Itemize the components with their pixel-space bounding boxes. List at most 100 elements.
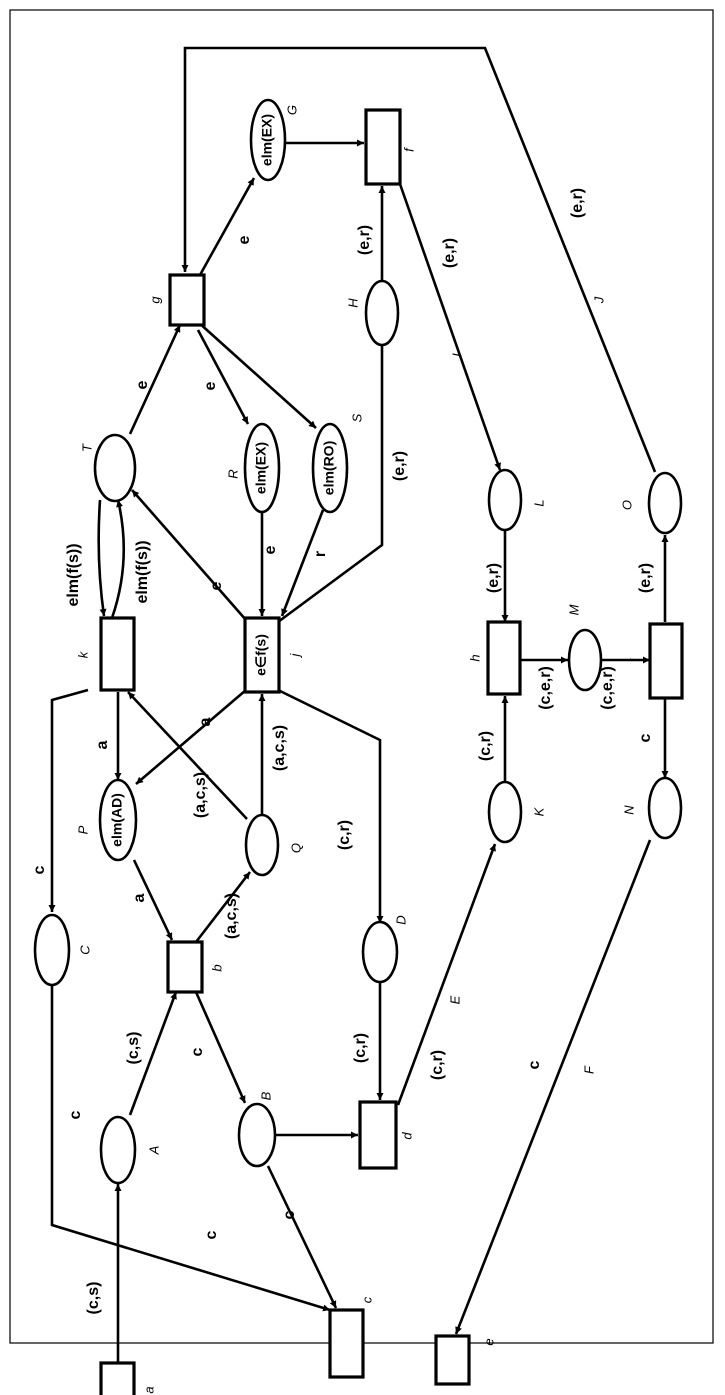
place-M (567, 628, 603, 692)
arcs (48, 46, 669, 1363)
arc-j-T (131, 489, 247, 621)
place-C (33, 913, 71, 987)
place-S-text: elm(RO) (321, 441, 337, 495)
arc-N-e (454, 839, 652, 1335)
name-H: H (345, 298, 360, 308)
arc-g-R (196, 329, 250, 425)
arc-label: e (134, 380, 151, 389)
arc-label: c (31, 865, 48, 874)
transition-d (358, 1100, 398, 1170)
places (33, 98, 683, 1185)
arc-label: (c,s) (125, 1032, 142, 1065)
arc-label: (a,c,s) (192, 772, 209, 818)
arc-label: (c,r) (336, 820, 353, 850)
place-K (487, 780, 523, 844)
name-S: S (349, 413, 364, 422)
place-R (243, 422, 281, 514)
name-I: I (449, 353, 464, 357)
arc-label: (c,r) (352, 1033, 369, 1063)
arc-label: (c,e,r) (599, 666, 616, 710)
arc-b-B (194, 991, 247, 1104)
arc-label: e (236, 235, 253, 244)
name-Q: Q (288, 843, 303, 853)
name-T: T (79, 443, 94, 452)
name-F: F (581, 1065, 596, 1074)
element-names: a A c C b B d P Q D E F k j T R S g G H … (75, 105, 642, 1394)
arc-label: (a,c,s) (271, 725, 288, 771)
name-b: b (209, 964, 224, 971)
arc-T-k (97, 499, 107, 617)
transition-b (166, 940, 204, 994)
name-f: f (401, 147, 416, 152)
arc-j-D (277, 688, 384, 923)
name-d: d (399, 1132, 414, 1140)
arc-C-c (50, 985, 331, 1312)
name-e: e (481, 1338, 496, 1345)
arc-label: c (203, 1230, 220, 1239)
name-L: L (531, 499, 546, 506)
place-T (93, 433, 137, 503)
arc-O-g (181, 46, 657, 473)
transition-j (243, 616, 281, 694)
transition-f (364, 108, 402, 186)
arc-g-G (198, 177, 256, 276)
name-E: E (447, 995, 462, 1004)
arc-label: (e,r) (485, 563, 502, 593)
arc-label: c (526, 1060, 543, 1069)
arc-label: (e,r) (356, 225, 373, 255)
transition-j-text: e∈f(s) (253, 634, 269, 676)
transition-k (99, 616, 136, 692)
arc-label: (e,r) (441, 238, 458, 268)
arc-label: (c,s) (85, 1282, 102, 1315)
name-K: K (531, 806, 546, 816)
place-O (647, 471, 683, 535)
transition-a (99, 1361, 136, 1395)
place-L (487, 468, 523, 532)
node-texts: elm(EX) elm(AD) elm(EX) elm(RO) e∈f(s) (109, 114, 337, 847)
name-N: N (621, 805, 636, 815)
name-D: D (393, 915, 408, 924)
transition-g (168, 273, 206, 327)
name-C: C (77, 945, 92, 955)
arc-label: a (131, 893, 148, 902)
place-S (311, 422, 349, 514)
name-c: c (359, 1296, 374, 1303)
place-B (237, 1102, 277, 1168)
arc-label: r (312, 551, 329, 557)
arc-label: elm(f(s)) (65, 543, 82, 606)
name-M: M (566, 604, 581, 615)
arc-label: (c,r) (477, 731, 494, 761)
place-D (361, 920, 399, 984)
arc-B-c (266, 1165, 338, 1309)
name-B: B (258, 1091, 273, 1100)
name-j: j (287, 652, 302, 658)
arc-k-C (48, 688, 89, 912)
arc-j-P (135, 689, 247, 785)
arc-label: (e,r) (637, 563, 654, 593)
name-A: A (146, 1146, 161, 1156)
arc-f-L (398, 183, 502, 471)
name-g: g (147, 296, 162, 304)
arc-label: (e,r) (569, 188, 586, 218)
name-i: i (627, 657, 642, 661)
arc-label: (c,e,r) (537, 666, 554, 710)
transition-e (434, 1334, 471, 1386)
arc-label: c (637, 733, 654, 742)
arc-Q-k (127, 691, 248, 820)
name-J: J (591, 296, 606, 304)
place-A (99, 1115, 137, 1185)
place-R-text: elm(EX) (253, 442, 269, 494)
arc-b-Q (194, 871, 252, 943)
name-R: R (225, 469, 240, 478)
place-G (249, 98, 287, 182)
place-G-text: elm(EX) (259, 114, 275, 166)
arc-j-H (277, 320, 386, 624)
transition-c (328, 1308, 365, 1379)
name-G: G (284, 105, 299, 115)
arc-A-b (128, 991, 178, 1116)
place-N (647, 776, 683, 840)
arc-label: (a,c,s) (223, 893, 240, 939)
arc-label: c (67, 1110, 84, 1119)
place-P (98, 778, 138, 862)
